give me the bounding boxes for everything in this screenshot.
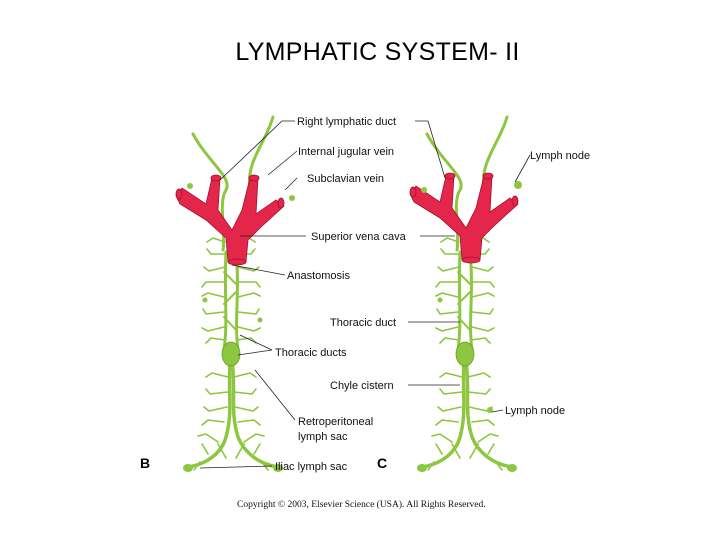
- panel-b-veins: [175, 174, 285, 266]
- label-subclavian-vein: Subclavian vein: [307, 173, 384, 185]
- panel-letter-c: C: [377, 455, 387, 471]
- label-thoracic-duct: Thoracic duct: [330, 317, 396, 329]
- label-retroperitoneal: Retroperitoneal: [298, 416, 373, 428]
- leader-lines: [199, 120, 531, 469]
- label-right-lymphatic-duct: Right lymphatic duct: [297, 116, 396, 128]
- label-chyle-cistern: Chyle cistern: [330, 380, 394, 392]
- slide-title: LYMPHATIC SYSTEM- II: [235, 38, 520, 66]
- label-lymph-node-top: Lymph node: [530, 150, 590, 162]
- panel-b-lymph-nodes: [187, 183, 295, 323]
- panel-c-lymph-nodes: [421, 181, 522, 413]
- label-lymph-node-bottom: Lymph node: [505, 405, 565, 417]
- panel-b-network: [181, 115, 285, 474]
- panel-c-veins: [409, 172, 519, 264]
- label-internal-jugular-vein: Internal jugular vein: [298, 146, 394, 158]
- label-thoracic-ducts: Thoracic ducts: [275, 347, 347, 359]
- copyright-notice: Copyright © 2003, Elsevier Science (USA)…: [237, 499, 486, 510]
- panel-c-network: [415, 115, 519, 474]
- panel-letter-b: B: [140, 455, 150, 471]
- label-superior-vena-cava: Superior vena cava: [311, 231, 407, 243]
- label-anastomosis: Anastomosis: [287, 270, 350, 282]
- label-lymph-sac: lymph sac: [298, 431, 348, 443]
- label-iliac-lymph-sac: Iliac lymph sac: [275, 461, 348, 473]
